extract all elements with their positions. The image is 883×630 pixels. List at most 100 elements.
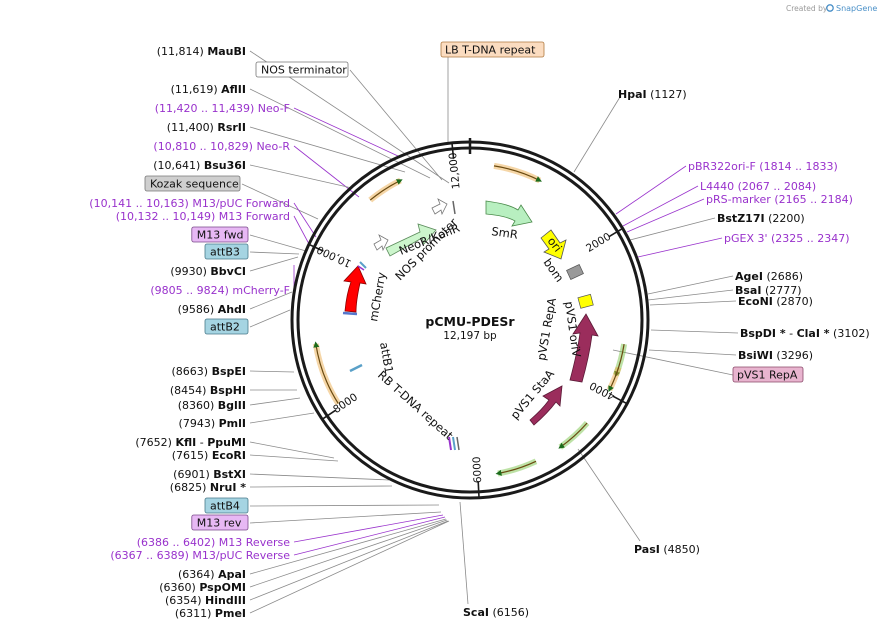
primer-name: Neo-F xyxy=(258,102,290,115)
tick-mark xyxy=(477,481,480,499)
callout-line xyxy=(249,309,291,328)
green-arc-staa xyxy=(558,422,588,449)
tick-mark xyxy=(320,409,336,421)
callout-line xyxy=(293,516,446,556)
mcherry-arrow[interactable] xyxy=(343,265,367,313)
label-box xyxy=(204,497,249,514)
enzyme-label: PasI (4850) xyxy=(634,543,700,556)
enzyme-name: HindIII xyxy=(205,594,246,607)
nos-promoter-arrow[interactable] xyxy=(431,198,448,216)
boxed-feature-label: NOS terminator xyxy=(261,64,347,77)
boxed-feature-label: M13 rev xyxy=(197,517,242,530)
primer-label: (10,141 .. 10,163) M13/pUC Forward xyxy=(89,197,290,210)
callout-line xyxy=(637,237,723,258)
callout-line xyxy=(647,275,734,295)
label-box xyxy=(204,318,249,335)
bom-label: bom xyxy=(541,256,567,285)
callout-line xyxy=(647,289,734,301)
enzyme-label: (6364) ApaI xyxy=(178,568,246,581)
callout-line xyxy=(622,185,699,227)
primer-name: Neo-R xyxy=(256,140,290,153)
label-box xyxy=(732,366,804,383)
bom-box[interactable] xyxy=(566,264,584,280)
orange-arc-top xyxy=(493,165,542,182)
enzyme-label: (7943) PmlI xyxy=(179,417,246,430)
callout-line xyxy=(249,256,299,272)
enzyme-separator: - xyxy=(786,327,797,340)
callout-line xyxy=(648,349,737,356)
primer-label: pRS-marker (2165 .. 2184) xyxy=(706,193,853,206)
enzyme-name: RsrII xyxy=(217,121,246,134)
enzyme-coord: (4850) xyxy=(660,543,700,556)
boxed-feature-label: attB2 xyxy=(210,321,240,334)
primer-range: (2165 .. 2184) xyxy=(774,193,853,206)
primer-name: mCherry-F xyxy=(232,284,290,297)
attb3-mark xyxy=(359,261,367,269)
neo-arrow[interactable] xyxy=(385,223,437,257)
enzyme-coord: (11,619) xyxy=(171,83,222,96)
enzyme-label: BsaI (2777) xyxy=(735,284,802,297)
enzyme-coord: (6901) xyxy=(173,468,213,481)
enzyme-label: (9586) AhdI xyxy=(178,303,246,316)
enzyme-coord: (6825) xyxy=(170,481,210,494)
snapgene-logo-icon xyxy=(826,4,834,12)
enzyme-separator: - xyxy=(196,436,207,449)
enzyme-coord: (2686) xyxy=(763,270,803,283)
pvs1-repa-arrow[interactable] xyxy=(569,313,599,383)
enzyme-name: AflII xyxy=(221,83,246,96)
enzyme-label: (6825) NruI * xyxy=(170,481,246,494)
smr-label: SmR xyxy=(491,224,519,242)
orange-arc-topleft xyxy=(369,179,403,201)
orange-arc-right xyxy=(608,367,620,392)
primer-label: (10,132 .. 10,149) M13 Forward xyxy=(116,210,290,223)
enzyme-coord: (3102) xyxy=(830,327,870,340)
pvs1-staa-arrow[interactable] xyxy=(529,385,563,426)
enzyme-label: (6901) BstXI xyxy=(173,468,246,481)
outer-feature-arcs xyxy=(312,162,628,477)
enzyme-name: EcoRI xyxy=(212,449,246,462)
callout-line xyxy=(249,441,335,459)
callout-line xyxy=(249,412,315,424)
enzyme-name: BglII xyxy=(218,399,246,412)
enzyme-label: (8663) BspEI xyxy=(172,365,247,378)
credit-brand: SnapGene xyxy=(836,4,877,13)
pvs1-oriv-box[interactable] xyxy=(577,293,594,309)
boxed-feature-label: attB4 xyxy=(210,500,240,513)
enzyme-coord: (10,641) xyxy=(153,159,204,172)
enzyme-coord: (8454) xyxy=(170,384,210,397)
enzyme-coord: (11,814) xyxy=(157,45,208,58)
enzyme-name: PmeI xyxy=(215,607,246,620)
orange-arc-left-glow xyxy=(312,343,341,406)
label-box xyxy=(255,61,349,78)
callout-line xyxy=(615,165,687,215)
smr-arrow[interactable] xyxy=(485,200,533,227)
enzyme-label: AgeI (2686) xyxy=(735,270,803,283)
boxed-feature-label: M13 fwd xyxy=(197,229,244,242)
primer-label: (11,420 .. 11,439) Neo-F xyxy=(155,102,290,115)
nos-terminator-arrow[interactable] xyxy=(373,234,389,252)
callout-line xyxy=(293,202,317,238)
callout-line xyxy=(249,518,447,575)
enzyme-coord: (6354) xyxy=(165,594,205,607)
plasmid-name: pCMU-PDESr xyxy=(425,314,515,329)
enzyme-coord: (9930) xyxy=(170,265,210,278)
rb-mark-1 xyxy=(448,436,452,451)
attb2-mark xyxy=(357,265,365,271)
callout-line xyxy=(650,329,739,334)
ori-arrow[interactable] xyxy=(540,229,567,260)
callout-line xyxy=(649,300,737,306)
rb-mark-3 xyxy=(456,436,460,451)
enzyme-coord: (8663) xyxy=(172,365,212,378)
primer-range: (6367 .. 6389) xyxy=(110,549,192,562)
primer-label: (6386 .. 6402) M13 Reverse xyxy=(137,536,290,549)
callout-line xyxy=(626,198,705,233)
pvs1-repa-label: pVS1 RepA xyxy=(534,297,559,362)
primer-range: (2067 .. 2084) xyxy=(738,180,817,193)
orange-arc-top-glow xyxy=(493,162,542,184)
enzyme-name: BstZ17I xyxy=(717,212,765,225)
label-box xyxy=(144,175,241,192)
mcherry-label: mCherry xyxy=(366,271,388,323)
enzyme-coord: (6156) xyxy=(489,606,529,619)
